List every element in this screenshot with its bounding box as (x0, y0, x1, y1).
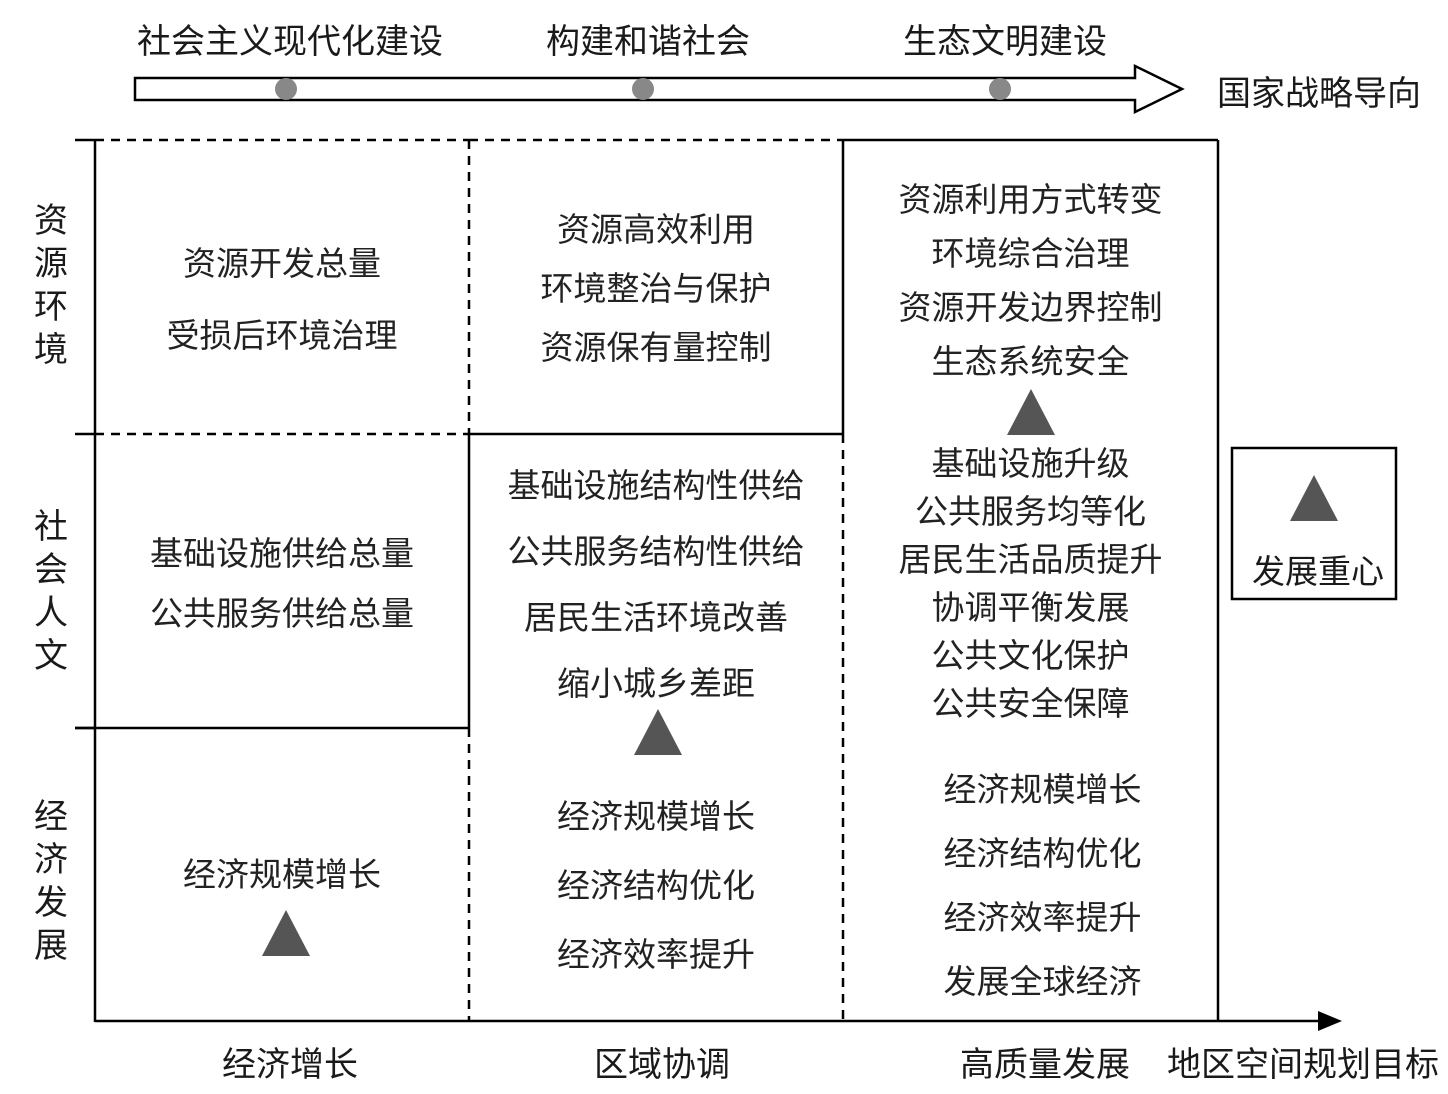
focus-marker-coord (634, 709, 682, 755)
cell-quality-resource: 资源利用方式转变 环境综合治理 资源开发边界控制 生态系统安全 (898, 180, 1163, 381)
focus-marker-quality (1007, 389, 1055, 435)
cell-quality-economy: 经济规模增长 经济结构优化 经济效率提升 发展全球经济 (943, 770, 1142, 1001)
row-label-resource: 资源环境 (34, 201, 68, 370)
cell-coord-social: 基础设施结构性供给 公共服务结构性供给 居民生活环境改善 缩小城乡差距 (507, 466, 805, 703)
goal-axis-title: 地区空间规划目标 (1167, 1045, 1439, 1085)
strategy-axis-title: 国家战略导向 (1217, 74, 1421, 114)
legend-triangle-icon (1290, 475, 1338, 521)
strategy-stage-3: 生态文明建设 (903, 22, 1107, 62)
row-label-economy: 经济发展 (34, 797, 68, 966)
cell-coord-resource: 资源高效利用 环境整治与保护 资源保有量控制 (540, 210, 772, 367)
goal-stage-1: 经济增长 (222, 1045, 358, 1085)
legend-label: 发展重心 (1252, 552, 1384, 591)
strategy-stage-1: 社会主义现代化建设 (137, 22, 443, 62)
goal-stage-3: 高质量发展 (960, 1045, 1130, 1085)
focus-marker-growth (262, 910, 310, 956)
x-axis-arrowhead (1318, 1011, 1342, 1031)
row-label-social: 社会人文 (34, 507, 68, 676)
legend-box (1230, 446, 1398, 601)
strategy-stage-2: 构建和谐社会 (546, 22, 750, 62)
stage-dot-1 (275, 78, 297, 100)
goal-stage-2: 区域协调 (594, 1045, 730, 1085)
strategy-arrow (133, 63, 1185, 115)
cell-growth-social: 基础设施供给总量 公共服务供给总量 (150, 534, 414, 633)
cell-growth-resource: 资源开发总量 受损后环境治理 (166, 244, 398, 355)
stage-dot-3 (989, 78, 1011, 100)
stage-dot-2 (632, 78, 654, 100)
cell-coord-economy: 经济规模增长 经济结构优化 经济效率提升 (557, 797, 755, 974)
cell-quality-social: 基础设施升级 公共服务均等化 居民生活品质提升 协调平衡发展 公共文化保护 公共… (898, 444, 1163, 723)
cell-growth-economy: 经济规模增长 (183, 855, 381, 894)
